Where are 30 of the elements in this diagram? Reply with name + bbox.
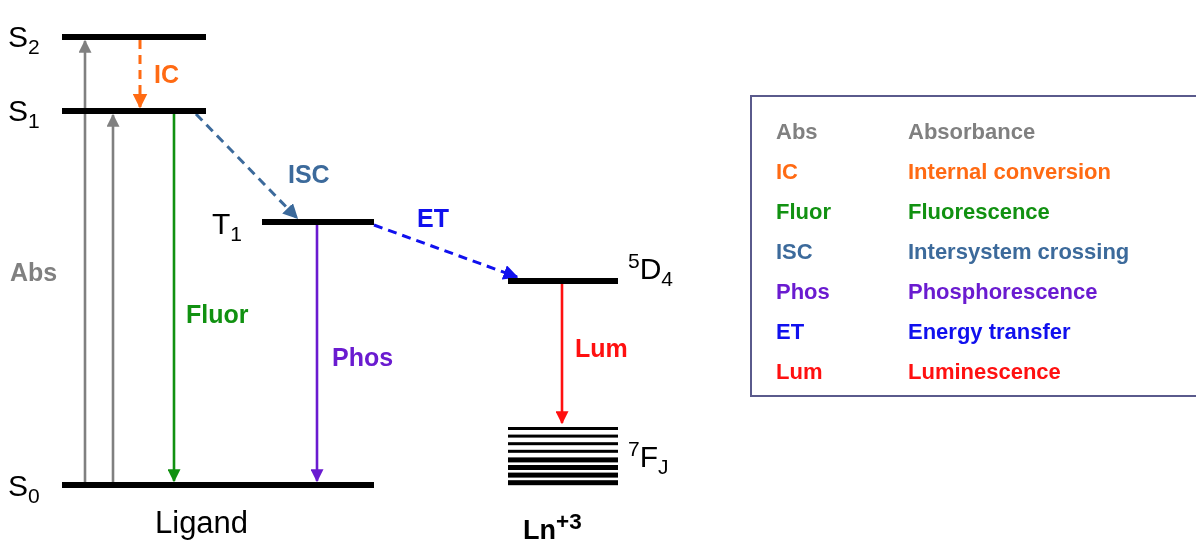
legend-text: Absorbance: [908, 119, 1036, 145]
arrow: [194, 112, 299, 220]
legend-text: Fluorescence: [908, 199, 1050, 225]
legend-text: Phosphorescence: [908, 279, 1098, 305]
legend-abbreviation: ET: [776, 319, 805, 345]
legend-text: Intersystem crossing: [908, 239, 1130, 265]
level-label: S$_{2}$: [8, 20, 40, 54]
legend-abbreviation: Abs: [776, 119, 818, 145]
level-label: $^{5}$D$_{4}$: [628, 252, 674, 286]
arrow: [78, 39, 92, 482]
legend-text: Energy transfer: [908, 319, 1071, 345]
group-caption: Ligand: [155, 505, 249, 540]
level-label: S$_{1}$: [8, 94, 40, 128]
level-label: S$_{0}$: [8, 469, 40, 503]
arrow: [167, 114, 181, 483]
legend-abbreviation: Fluor: [776, 199, 831, 225]
arrow: [555, 284, 569, 425]
legend-abbreviation: Lum: [776, 359, 823, 385]
level-label: T$_{1}$: [212, 207, 242, 241]
group-caption: Ln$^{+3}$: [523, 508, 582, 542]
level-label: $^{7}$F$_{J}$: [628, 440, 669, 474]
legend-abbreviation: Phos: [776, 279, 830, 305]
arrow: [373, 223, 519, 280]
legend-text: Internal conversion: [908, 159, 1111, 185]
legend-abbreviation: ISC: [776, 239, 813, 265]
arrow: [310, 225, 324, 483]
legend-text: Luminescence: [908, 359, 1061, 385]
arrow: [106, 113, 120, 482]
arrow: [132, 40, 148, 109]
legend-abbreviation: IC: [776, 159, 798, 185]
